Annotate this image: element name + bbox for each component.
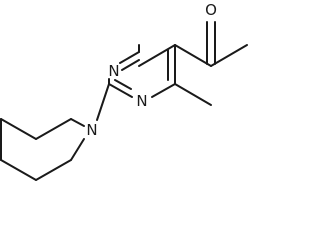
bond-n1-c6-inner: [121, 59, 140, 71]
bond-pip-n-down: [70, 138, 85, 161]
bond-c6-c5: [138, 44, 176, 67]
bond-n3-c2-inner: [114, 79, 132, 90]
bond-n3-c2: [108, 83, 133, 98]
bond-pip-c3-c4: [0, 118, 37, 140]
atom-label-ketone-oxygen: O: [205, 1, 217, 19]
bond-pip-c6-n: [35, 159, 72, 181]
atom-label-piperidine-nitrogen: N: [86, 121, 97, 139]
chemical-structure-diagram: O N N N: [0, 1, 248, 181]
bond-c4-methyl: [174, 83, 212, 106]
piperidine-ring: [0, 118, 85, 181]
acetyl-group: [174, 21, 248, 67]
atom-label-ring-nitrogen-upper: N: [108, 62, 119, 80]
bond-c4-n3: [151, 83, 176, 98]
bond-c5-carbonyl: [174, 44, 212, 67]
bond-n1-c6: [119, 51, 140, 64]
bond-pip-c5-c6: [0, 159, 37, 181]
pyrimidine-ring: [108, 44, 176, 98]
bond-pip-c2-c3: [35, 118, 72, 140]
bond-pip-n-c2: [70, 118, 85, 127]
bond-carbonyl-methyl: [210, 44, 248, 67]
atom-label-ring-nitrogen-lower: N: [136, 92, 147, 110]
bond-c2-piperidine-n: [96, 83, 110, 121]
